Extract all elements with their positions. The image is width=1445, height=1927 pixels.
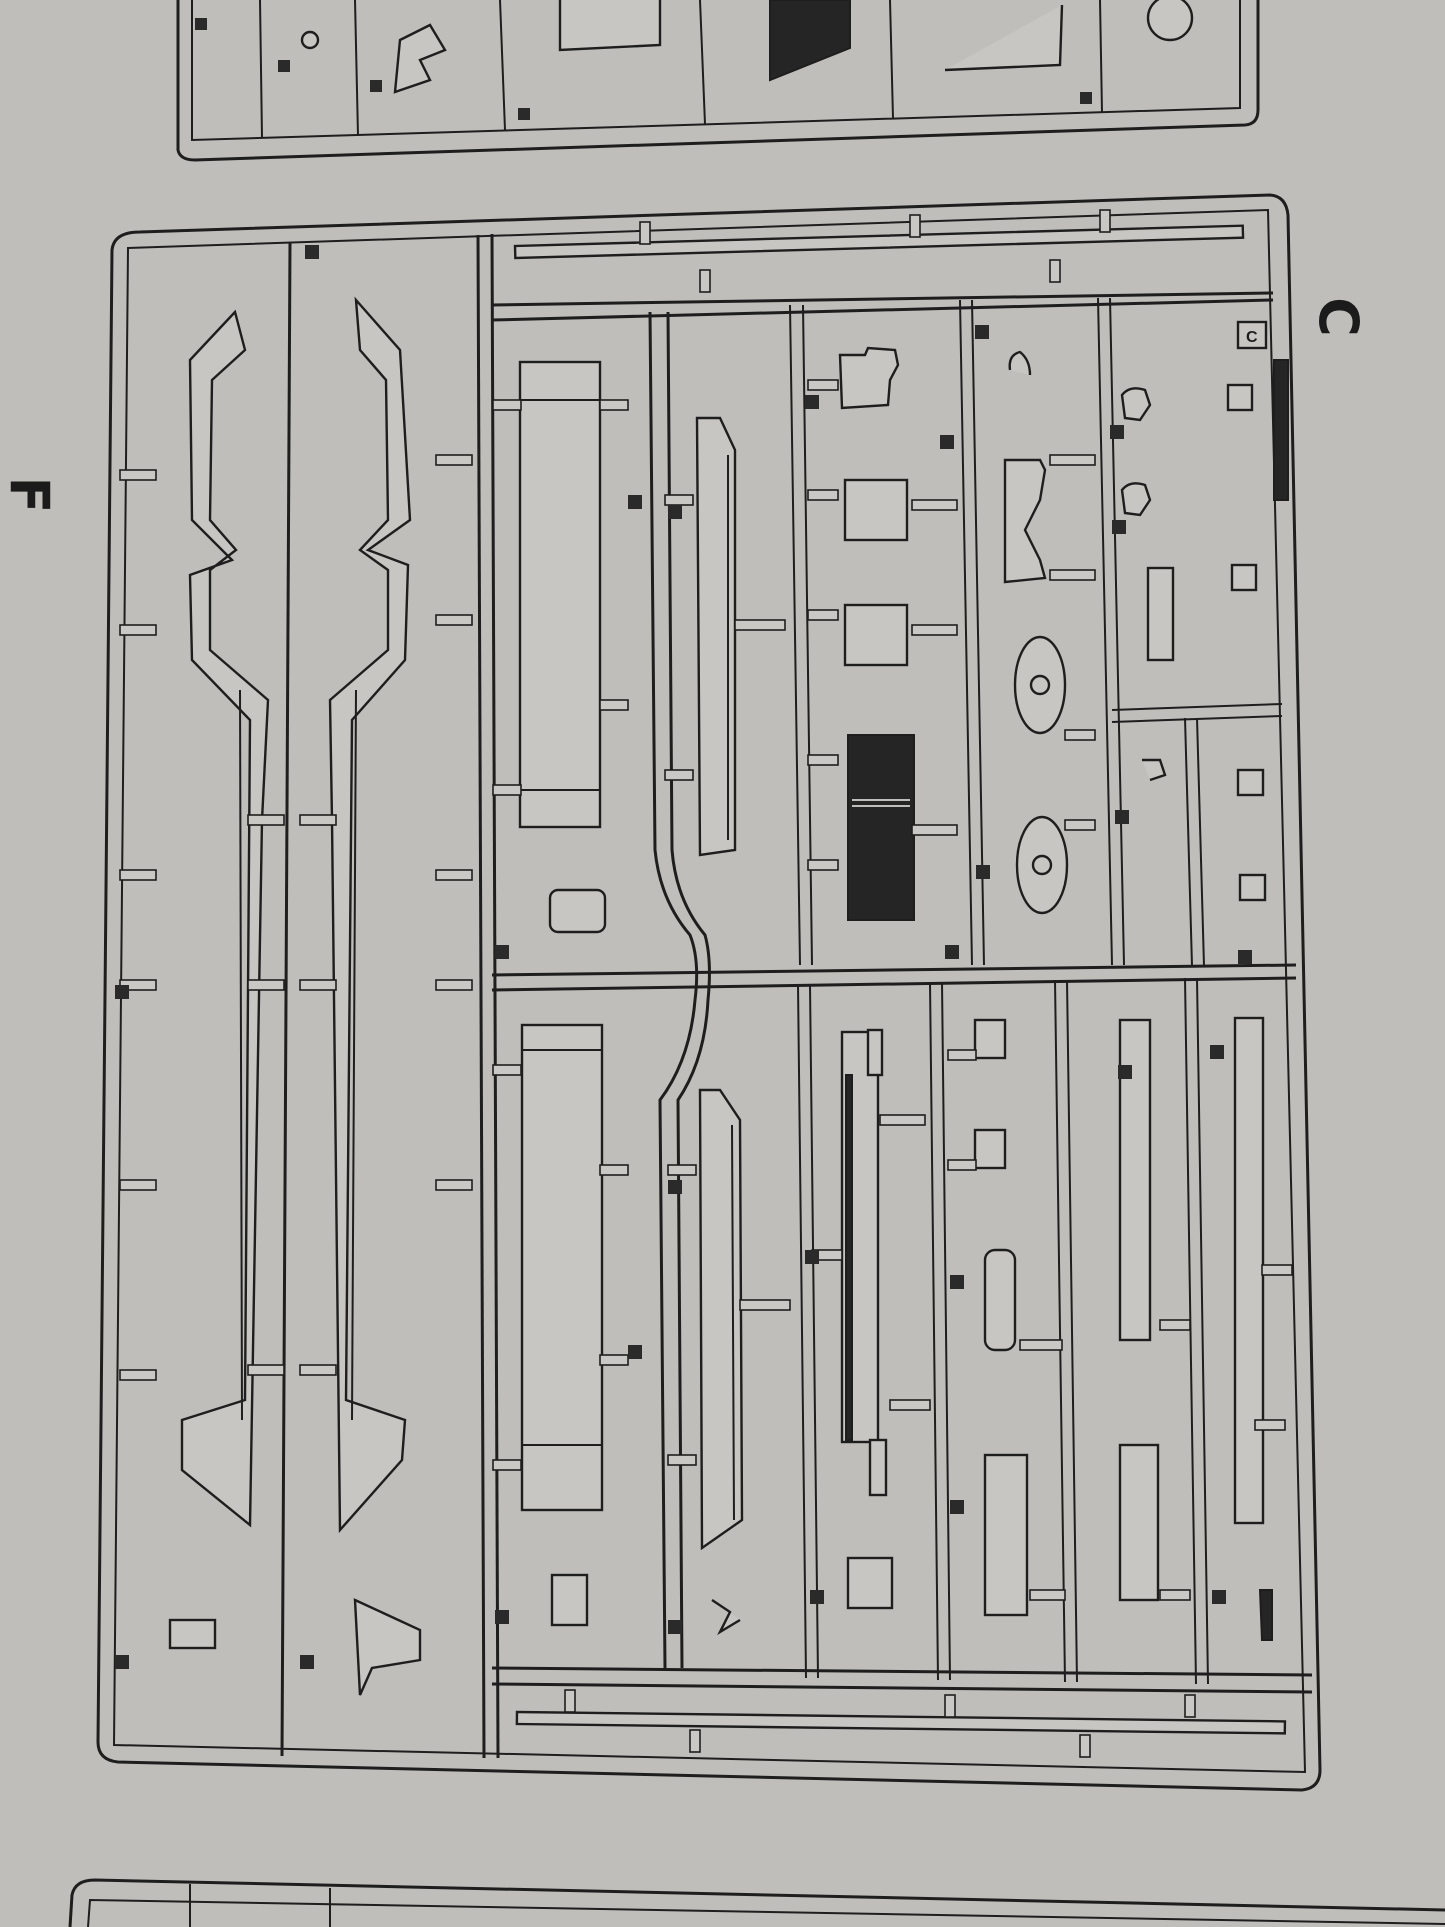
sprue-c-tag-box [1236, 320, 1268, 350]
edge-dark-strip [1273, 359, 1289, 501]
tail-fin-part [353, 1598, 422, 1696]
sprue-top-partial [176, 0, 1260, 162]
top-bracket-part [393, 23, 447, 94]
antenna-part [711, 1599, 741, 1636]
canister-part [548, 888, 607, 934]
cylinder-part [983, 1248, 1017, 1352]
top-round-part [1146, 0, 1194, 42]
long-plate-part-2 [1233, 1016, 1265, 1525]
side-strip-upper [695, 416, 737, 857]
turret-part-1 [838, 346, 900, 410]
top-dark-plate [769, 0, 851, 82]
turret-parts [805, 346, 959, 1610]
detail-part-7 [1142, 758, 1167, 782]
long-rods [513, 209, 1287, 1758]
small-emblem-part [168, 1618, 217, 1650]
turret-part-3 [843, 603, 909, 667]
detail-strip [1146, 566, 1175, 662]
deck-plates [492, 360, 642, 1627]
hull-half-left [180, 309, 270, 1528]
sprue-bottom-partial [68, 1878, 1445, 1927]
dark-panel-part [847, 734, 915, 921]
hull-half-right [328, 296, 412, 1534]
detail-part-2 [1120, 482, 1152, 517]
plate-part-2 [1118, 1443, 1160, 1602]
fitting-part-5 [973, 1018, 1007, 1060]
fitting-part-1 [1003, 458, 1047, 584]
turret-part-2 [843, 478, 909, 542]
handle-part [1258, 1589, 1273, 1641]
detail-part-5 [1236, 768, 1265, 797]
top-rod-part [944, 4, 1064, 72]
deck-plate-lower [520, 1023, 604, 1512]
deck-plate-upper [518, 360, 602, 829]
plate-part [983, 1453, 1029, 1617]
detail-part-1 [1120, 387, 1152, 422]
fitting-part-4 [1008, 350, 1032, 376]
hull-halves [115, 245, 473, 1696]
small-box-part [550, 1573, 589, 1627]
side-strips [664, 416, 791, 1636]
fitting-parts [947, 325, 1096, 1617]
detail-part-4 [1230, 563, 1258, 592]
sprue-main-frame [96, 193, 1322, 1792]
square-part [846, 1556, 894, 1610]
side-strip-lower [698, 1088, 744, 1551]
top-frame-part [558, 0, 662, 52]
detail-part-6 [1238, 873, 1267, 902]
sprue-c-tag: C [1246, 329, 1258, 346]
detail-part-3 [1226, 383, 1254, 412]
fitting-part-6 [973, 1128, 1007, 1170]
detail-parts: C [1110, 320, 1293, 1641]
